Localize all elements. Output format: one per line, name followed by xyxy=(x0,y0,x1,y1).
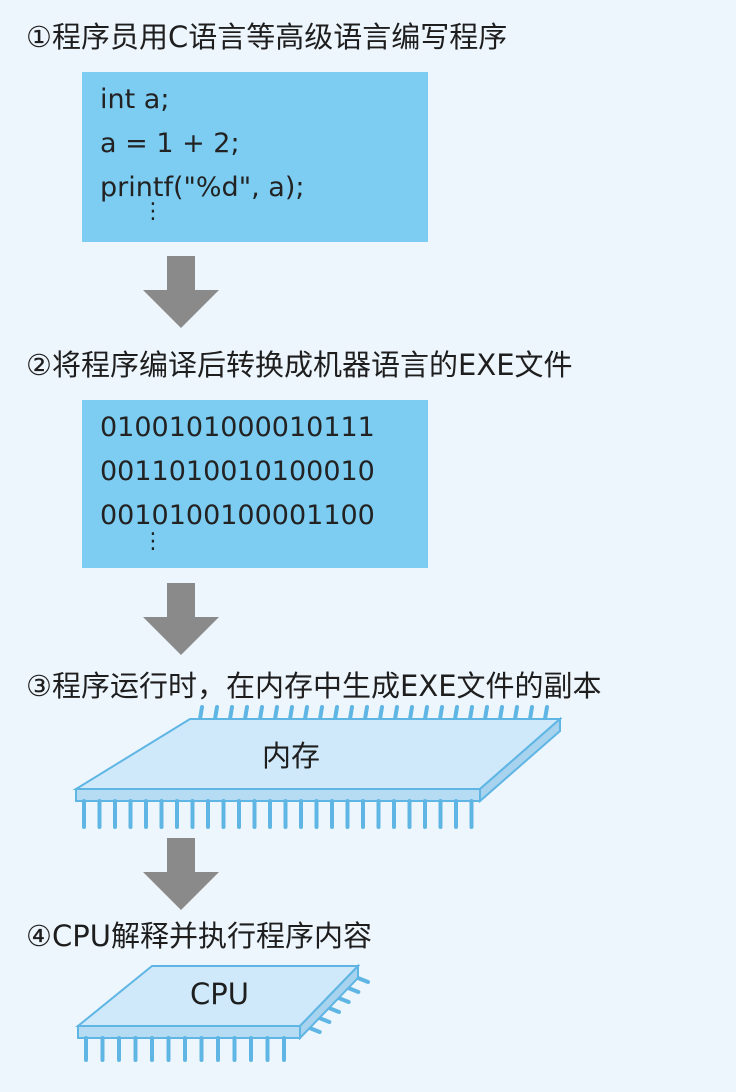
step-3-title: ③程序运行时，在内存中生成EXE文件的副本 xyxy=(26,669,602,703)
source-code-continuation: ⋮ xyxy=(142,199,164,224)
cpu-chip-icon xyxy=(75,963,370,1062)
machine-code-line: 0100101000010111 xyxy=(100,412,375,443)
down-arrow-icon xyxy=(143,583,219,655)
memory-label: 内存 xyxy=(262,739,321,773)
down-arrow-icon xyxy=(143,256,219,328)
source-code-box: int a; a = 1 + 2; printf("%d", a); ⋮ xyxy=(82,72,428,242)
source-code-line: a = 1 + 2; xyxy=(100,128,240,159)
step-1-title: ①程序员用C语言等高级语言编写程序 xyxy=(26,20,508,54)
machine-code-line: 0011010010100010 xyxy=(100,456,375,487)
cpu-label: CPU xyxy=(190,977,249,1011)
step-4-title: ④CPU解释并执行程序内容 xyxy=(26,919,372,953)
source-code-line: int a; xyxy=(100,84,170,115)
memory-chip-icon xyxy=(72,705,563,829)
machine-code-box: 0100101000010111 0011010010100010 001010… xyxy=(82,400,428,568)
step-2-title: ②将程序编译后转换成机器语言的EXE文件 xyxy=(26,348,573,382)
machine-code-continuation: ⋮ xyxy=(142,529,164,554)
source-code-line: printf("%d", a); xyxy=(100,172,305,203)
machine-code-line: 0010100100001100 xyxy=(100,500,375,531)
down-arrow-icon xyxy=(143,838,219,910)
